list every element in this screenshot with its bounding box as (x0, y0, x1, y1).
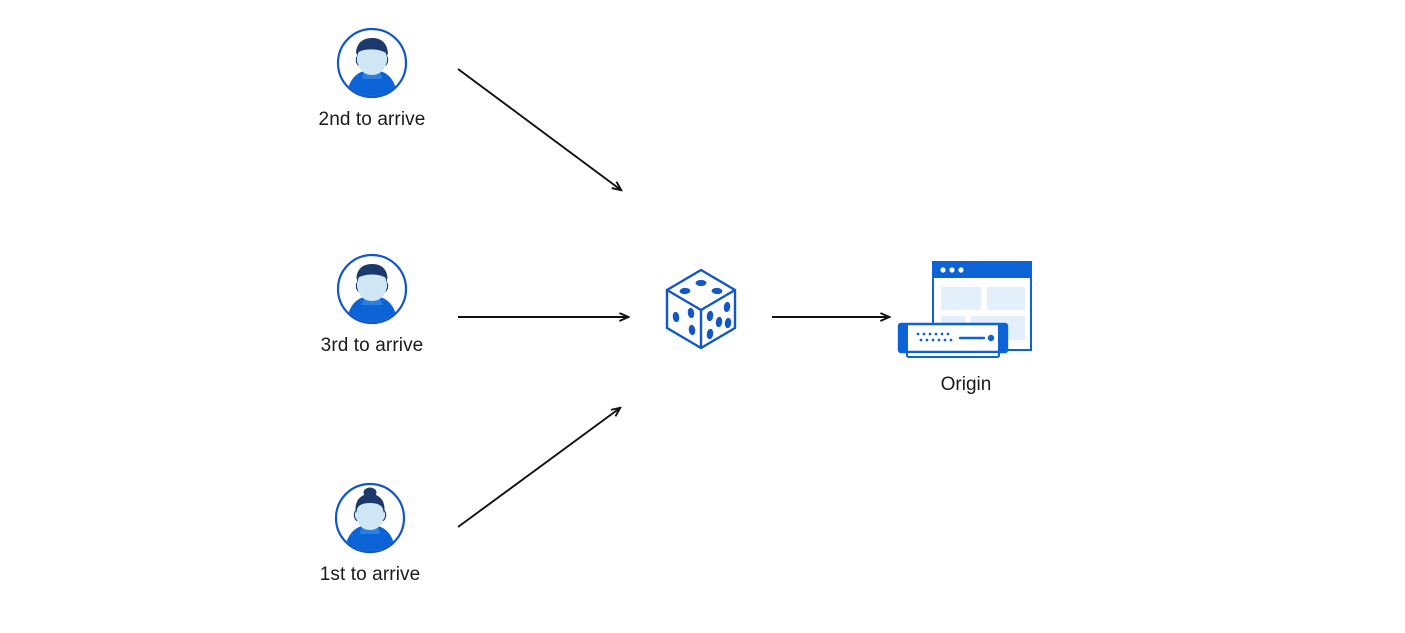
user-avatar-icon (334, 482, 406, 554)
client-node-1st[interactable]: 1st to arrive (314, 482, 426, 586)
dice-cube-icon (661, 266, 741, 352)
client-node-2nd[interactable]: 2nd to arrive (316, 27, 428, 131)
user-avatar-icon (336, 253, 408, 325)
arrow-1st-to-dice (457, 408, 620, 528)
client-label-1st: 1st to arrive (319, 564, 421, 585)
client-node-3rd[interactable]: 3rd to arrive (316, 253, 428, 357)
user-avatar-icon (336, 27, 408, 99)
origin-label: Origin (940, 374, 992, 395)
client-label-3rd: 3rd to arrive (320, 335, 424, 356)
origin-server-icon (893, 256, 1039, 368)
client-label-2nd: 2nd to arrive (318, 109, 426, 130)
dice-node[interactable] (661, 266, 741, 352)
arrow-2nd-to-dice (457, 68, 621, 190)
router-device (897, 322, 1009, 358)
origin-node[interactable]: Origin (893, 256, 1039, 396)
